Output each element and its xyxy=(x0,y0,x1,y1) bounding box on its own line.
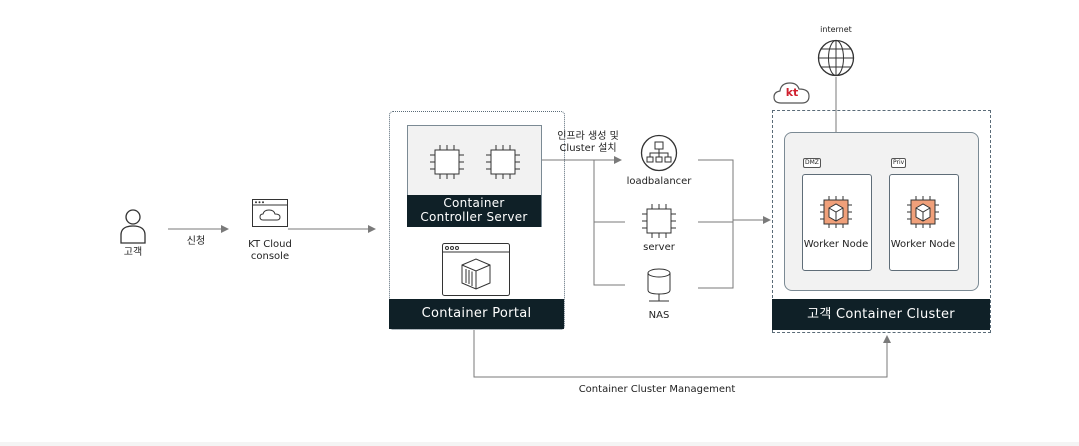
console-label-line1: KT Cloud xyxy=(248,239,292,250)
portal-container-icon xyxy=(442,243,510,296)
nas-label: NAS xyxy=(648,310,670,321)
customer-icon xyxy=(118,207,148,245)
chip-icon xyxy=(430,145,464,179)
kt-logo-text: kt xyxy=(785,86,799,99)
browser-cloud-icon xyxy=(252,199,288,227)
customer-container-cluster-label: 고객 Container Cluster xyxy=(772,299,990,330)
services-to-cluster-bracket xyxy=(698,159,734,289)
nas-database-icon xyxy=(645,268,673,306)
worker-node-icon xyxy=(907,196,939,228)
server-chip-icon xyxy=(642,204,676,238)
console-label-line2: console xyxy=(250,251,290,262)
cluster-group xyxy=(772,110,991,333)
branch-to-services xyxy=(593,160,625,286)
container-portal-label: Container Portal xyxy=(389,299,564,329)
chip-icon xyxy=(486,145,520,179)
request-label: 신청 xyxy=(186,236,206,247)
globe-icon xyxy=(817,39,855,77)
worker-node-icon xyxy=(820,196,852,228)
worker-node-label-2: Worker Node xyxy=(890,239,956,250)
arrow-management xyxy=(473,330,891,378)
loadbalancer-label: loadbalancer xyxy=(626,176,692,187)
management-label: Container Cluster Management xyxy=(578,384,736,395)
controller-label-line2: Controller Server xyxy=(420,210,528,224)
controller-label-line1: Container xyxy=(443,196,505,210)
portal-group xyxy=(389,111,565,330)
loadbalancer-icon xyxy=(640,134,678,172)
controller-server-label: Container Controller Server xyxy=(407,195,541,227)
customer-label: 고객 xyxy=(123,247,143,258)
provision-label-line2: Cluster 설치 xyxy=(559,143,617,154)
dmz-tag: DMZ xyxy=(803,158,821,168)
internet-label: internet xyxy=(820,25,852,34)
worker-node-label-1: Worker Node xyxy=(803,239,869,250)
private-tag: Priv xyxy=(891,158,907,168)
kt-cloud-logo: kt xyxy=(773,80,811,106)
server-label: server xyxy=(643,242,675,253)
bottom-divider xyxy=(0,442,1079,446)
provision-label-line1: 인프라 생성 및 xyxy=(557,131,619,142)
